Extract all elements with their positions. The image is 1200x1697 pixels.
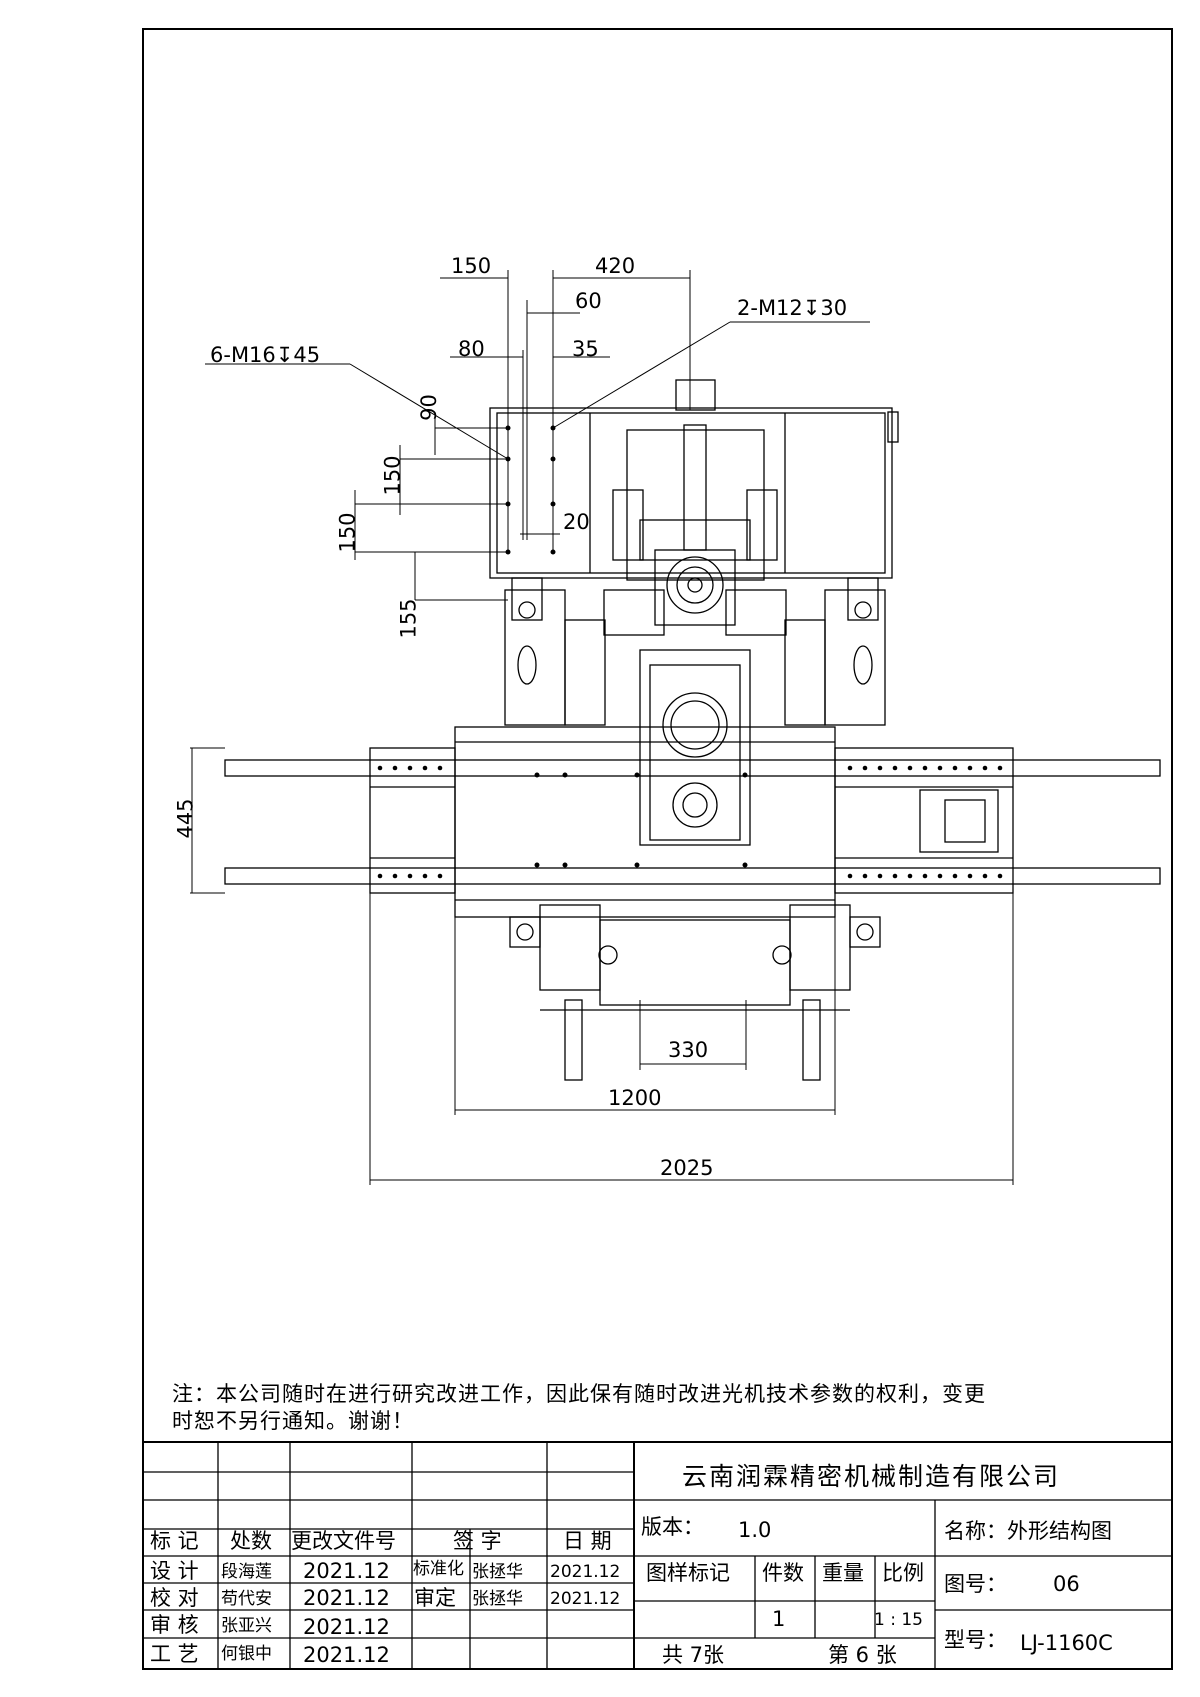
note-line-1: 注：本公司随时在进行研究改进工作，因此保有随时改进光机技术参数的权利，变更 <box>172 1382 986 1406</box>
scale-value: 1 : 15 <box>874 1610 923 1630</box>
revision-header: 处数 <box>230 1529 272 1553</box>
drawing-no-value: 06 <box>1053 1572 1080 1596</box>
sheet-number: 第 6 张 <box>828 1643 897 1667</box>
sheet-border <box>142 28 1173 1670</box>
dimension-label: 150 <box>335 512 360 553</box>
col-scale: 比例 <box>882 1561 924 1585</box>
dimension-label: 155 <box>396 598 421 639</box>
dimension-label: 2025 <box>660 1156 714 1180</box>
hole-depth: 30 <box>820 296 848 320</box>
role-review: 审 核 <box>150 1613 199 1637</box>
hole-callout-2-m12: 2-M12↧30 <box>737 298 847 319</box>
date-review: 2021.12 <box>303 1615 390 1639</box>
dimension-label: 150 <box>380 455 405 496</box>
role-design: 设 计 <box>150 1559 199 1583</box>
dimension-lines <box>190 270 1014 1185</box>
date-check: 2021.12 <box>303 1586 390 1610</box>
machine-drawing <box>224 379 1161 1081</box>
revision-header: 更改文件号 <box>291 1529 396 1553</box>
dimension-label: 1200 <box>608 1086 662 1110</box>
rail-bolts <box>377 425 1003 879</box>
date-approve: 2021.12 <box>550 1589 621 1609</box>
col-sample-mark: 图样标记 <box>646 1561 730 1585</box>
dimension-label: 150 <box>451 254 492 278</box>
version-label: 版本： <box>641 1515 704 1539</box>
dimension-label: 90 <box>416 394 441 421</box>
title-block-grid <box>143 1441 1172 1669</box>
name-approve: 张拯华 <box>472 1589 523 1609</box>
depth-symbol-icon: ↧ <box>275 343 294 367</box>
col-qty: 件数 <box>762 1561 804 1585</box>
role-approve: 审定 <box>414 1586 456 1610</box>
dimension-label: 330 <box>668 1038 709 1062</box>
note-line-2: 时恕不另行通知。谢谢！ <box>172 1409 414 1433</box>
col-weight: 重量 <box>822 1561 864 1585</box>
role-process: 工 艺 <box>150 1642 199 1666</box>
hole-callout-6-m16: 6-M16↧45 <box>210 345 320 366</box>
company-name: 云南润霖精密机械制造有限公司 <box>682 1462 1061 1491</box>
name-review: 张亚兴 <box>221 1616 272 1636</box>
role-check: 校 对 <box>150 1586 199 1610</box>
date-design: 2021.12 <box>303 1559 390 1583</box>
dimension-label: 60 <box>575 289 602 313</box>
date-standardization: 2021.12 <box>550 1562 621 1582</box>
name-design: 段海莲 <box>221 1562 272 1582</box>
revision-header: 日 期 <box>563 1529 612 1553</box>
drawing-name: 名称：外形结构图 <box>944 1519 1112 1543</box>
qty-value: 1 <box>772 1607 786 1631</box>
dimension-label: 35 <box>572 337 599 361</box>
version-value: 1.0 <box>738 1518 772 1542</box>
total-sheets: 共 7张 <box>662 1643 725 1667</box>
role-standardization: 标准化 <box>413 1559 464 1579</box>
dimension-label: 445 <box>173 798 198 839</box>
revision-header: 标 记 <box>150 1529 199 1553</box>
hole-spec: 2-M12 <box>737 296 803 320</box>
date-process: 2021.12 <box>303 1643 390 1667</box>
name-process: 何银中 <box>221 1644 272 1664</box>
hole-depth: 45 <box>293 343 321 367</box>
model-value: LJ-1160C <box>1020 1631 1113 1655</box>
hole-spec: 6-M16 <box>210 343 276 367</box>
depth-symbol-icon: ↧ <box>802 296 821 320</box>
drawing-no-label: 图号： <box>944 1572 1007 1596</box>
name-standardization: 张拯华 <box>472 1562 523 1582</box>
revision-header: 签 字 <box>453 1529 502 1553</box>
model-label: 型号： <box>944 1628 1007 1652</box>
name-check: 苟代安 <box>221 1589 272 1609</box>
dimension-label: 80 <box>458 337 485 361</box>
dimension-label: 20 <box>563 510 590 534</box>
dimension-label: 420 <box>595 254 636 278</box>
